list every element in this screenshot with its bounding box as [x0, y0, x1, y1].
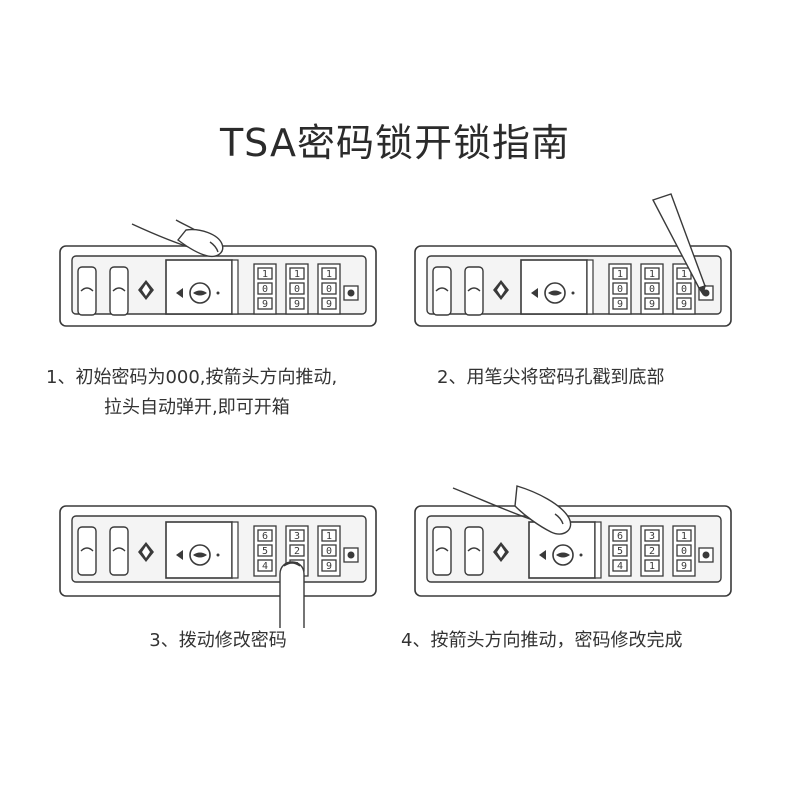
- caption-line: 拉头自动弹开,即可开箱: [104, 397, 290, 418]
- lock-illustration: 1 1 1 0 0 0 9 9 9: [414, 193, 732, 327]
- wheel-digit: 1: [617, 269, 623, 280]
- wheel-digit: 9: [326, 299, 332, 310]
- wheel-digit: 9: [262, 299, 268, 310]
- finger-icon: [279, 561, 305, 628]
- lock-illustration: 6 3 1 5 2 0 4 1 9: [414, 485, 732, 597]
- wheel-digit: 2: [649, 546, 655, 557]
- caption-line: 2、用笔尖将密码孔戳到底部: [437, 367, 665, 388]
- step-4: 6 3 1 5 2 0 4 1 9: [413, 478, 733, 630]
- wheel-digit: 0: [294, 284, 300, 295]
- wheel-digit: 5: [617, 546, 623, 557]
- wheel-digit: 1: [262, 269, 268, 280]
- step-4-caption: 4、按箭头方向推动，密码修改完成: [401, 626, 751, 656]
- finger-icon: [452, 485, 572, 535]
- wheel-digit: 0: [681, 546, 687, 557]
- combination-wheels: [608, 263, 696, 315]
- wheel-digit: 9: [294, 299, 300, 310]
- step-2-caption: 2、用笔尖将密码孔戳到底部: [437, 363, 737, 393]
- wheel-digit: 3: [294, 531, 300, 542]
- wheel-digit: 4: [262, 561, 268, 572]
- finger-icon: [131, 219, 224, 258]
- arrow-icon: [539, 550, 546, 560]
- wheel-digit: 9: [617, 299, 623, 310]
- caption-line: 4、按箭头方向推动，密码修改完成: [401, 630, 683, 651]
- lock-illustration: 6 3 1 5 2 0 4 1 9: [59, 505, 377, 628]
- pen-icon: [651, 193, 706, 296]
- wheel-digit: 1: [681, 531, 687, 542]
- wheel-digit: 1: [681, 269, 687, 280]
- wheel-digit: 1: [649, 561, 655, 572]
- arrow-icon: [176, 550, 183, 560]
- wheel-digit: 0: [326, 284, 332, 295]
- step-1: 1 1 1 0 0 0 9 9 9: [58, 200, 378, 330]
- wheel-digit: 9: [326, 561, 332, 572]
- combination-wheels: [253, 525, 341, 577]
- wheel-digit: 4: [617, 561, 623, 572]
- wheel-digit: 9: [681, 561, 687, 572]
- combination-wheels: [608, 525, 696, 577]
- wheel-digit: 1: [326, 269, 332, 280]
- arrow-icon: [176, 288, 183, 298]
- wheel-digit: 3: [649, 531, 655, 542]
- wheel-digit: 1: [326, 531, 332, 542]
- latch-buttons: [77, 266, 129, 316]
- wheel-digit: 0: [649, 284, 655, 295]
- wheel-digit: 5: [262, 546, 268, 557]
- lock-illustration: 1 1 1 0 0 0 9 9 9: [59, 219, 377, 327]
- wheel-digit: 0: [262, 284, 268, 295]
- wheel-digit: 9: [649, 299, 655, 310]
- arrow-icon: [531, 288, 538, 298]
- wheel-digit: 6: [617, 531, 623, 542]
- wheel-digit: 6: [262, 531, 268, 542]
- wheel-digit: 0: [617, 284, 623, 295]
- wheel-digit: 1: [294, 269, 300, 280]
- wheel-digit: 0: [681, 284, 687, 295]
- page-title: TSA密码锁开锁指南: [219, 121, 571, 165]
- step-1-caption: 1、初始密码为000,按箭头方向推动, 拉头自动弹开,即可开箱: [46, 363, 396, 423]
- caption-line: 1、初始密码为000,按箭头方向推动,: [46, 367, 338, 388]
- step-2: 1 1 1 0 0 0 9 9 9: [413, 190, 733, 330]
- caption-line: 3、拨动修改密码: [149, 630, 287, 651]
- wheel-digit: 2: [294, 546, 300, 557]
- wheel-digit: 1: [649, 269, 655, 280]
- wheel-digit: 0: [326, 546, 332, 557]
- step-3: 6 3 1 5 2 0 4 1 9: [58, 500, 378, 630]
- step-3-caption: 3、拨动修改密码: [58, 626, 378, 656]
- combination-wheels: [253, 263, 341, 315]
- wheel-digit: 9: [681, 299, 687, 310]
